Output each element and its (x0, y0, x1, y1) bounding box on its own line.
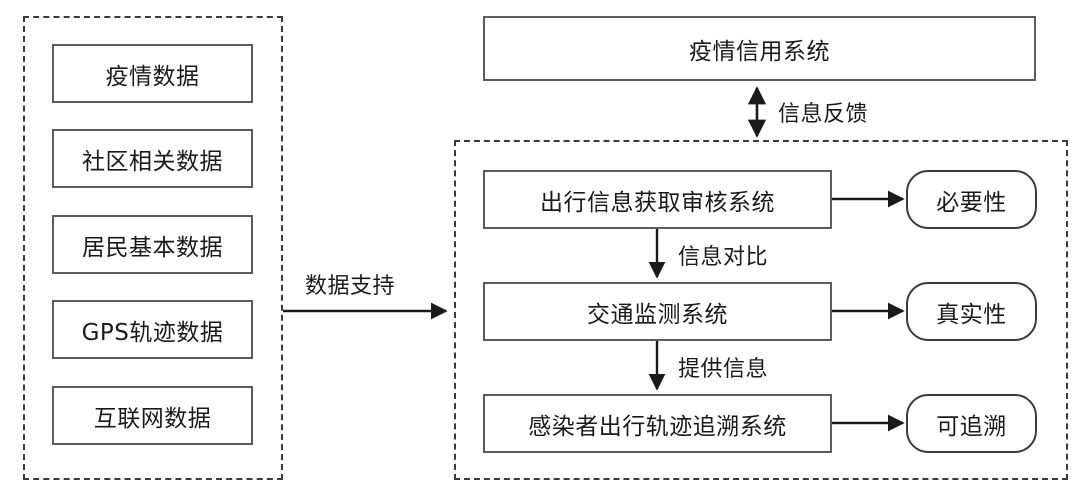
system-box-1[interactable]: 出行信息获取审核系统 (483, 170, 832, 229)
data-source-box-1[interactable]: 疫情数据 (52, 44, 253, 103)
edge-label-information-comparison: 信息对比 (678, 245, 769, 270)
edge-label-provide-information: 提供信息 (678, 357, 769, 382)
attribute-label: 可追溯 (936, 413, 1007, 440)
systems-group (454, 140, 1068, 480)
credit-system-box[interactable]: 疫情信用系统 (483, 16, 1036, 81)
edge-label-information-feedback: 信息反馈 (778, 102, 869, 127)
data-source-box-3[interactable]: 居民基本数据 (52, 215, 253, 274)
system-label: 交通监测系统 (587, 301, 728, 328)
data-source-box-4[interactable]: GPS轨迹数据 (52, 300, 253, 359)
system-label: 感染者出行轨迹追溯系统 (528, 413, 787, 440)
data-source-label: 社区相关数据 (82, 148, 223, 175)
attribute-label: 真实性 (936, 301, 1007, 328)
data-source-label: 居民基本数据 (82, 234, 223, 261)
credit-system-label: 疫情信用系统 (689, 38, 830, 65)
system-label: 出行信息获取审核系统 (540, 189, 775, 216)
system-box-2[interactable]: 交通监测系统 (483, 282, 832, 341)
attribute-box-1[interactable]: 必要性 (906, 170, 1037, 229)
data-source-box-5[interactable]: 互联网数据 (52, 386, 253, 445)
data-source-box-2[interactable]: 社区相关数据 (52, 129, 253, 188)
data-source-label: 疫情数据 (105, 63, 200, 90)
data-source-label: GPS轨迹数据 (81, 319, 224, 346)
attribute-box-3[interactable]: 可追溯 (906, 394, 1037, 453)
edge-label-data-support: 数据支持 (305, 274, 396, 299)
attribute-label: 必要性 (936, 189, 1007, 216)
attribute-box-2[interactable]: 真实性 (906, 282, 1037, 341)
system-box-3[interactable]: 感染者出行轨迹追溯系统 (483, 394, 832, 453)
data-source-label: 互联网数据 (93, 405, 212, 432)
data-sources-group (23, 16, 283, 480)
